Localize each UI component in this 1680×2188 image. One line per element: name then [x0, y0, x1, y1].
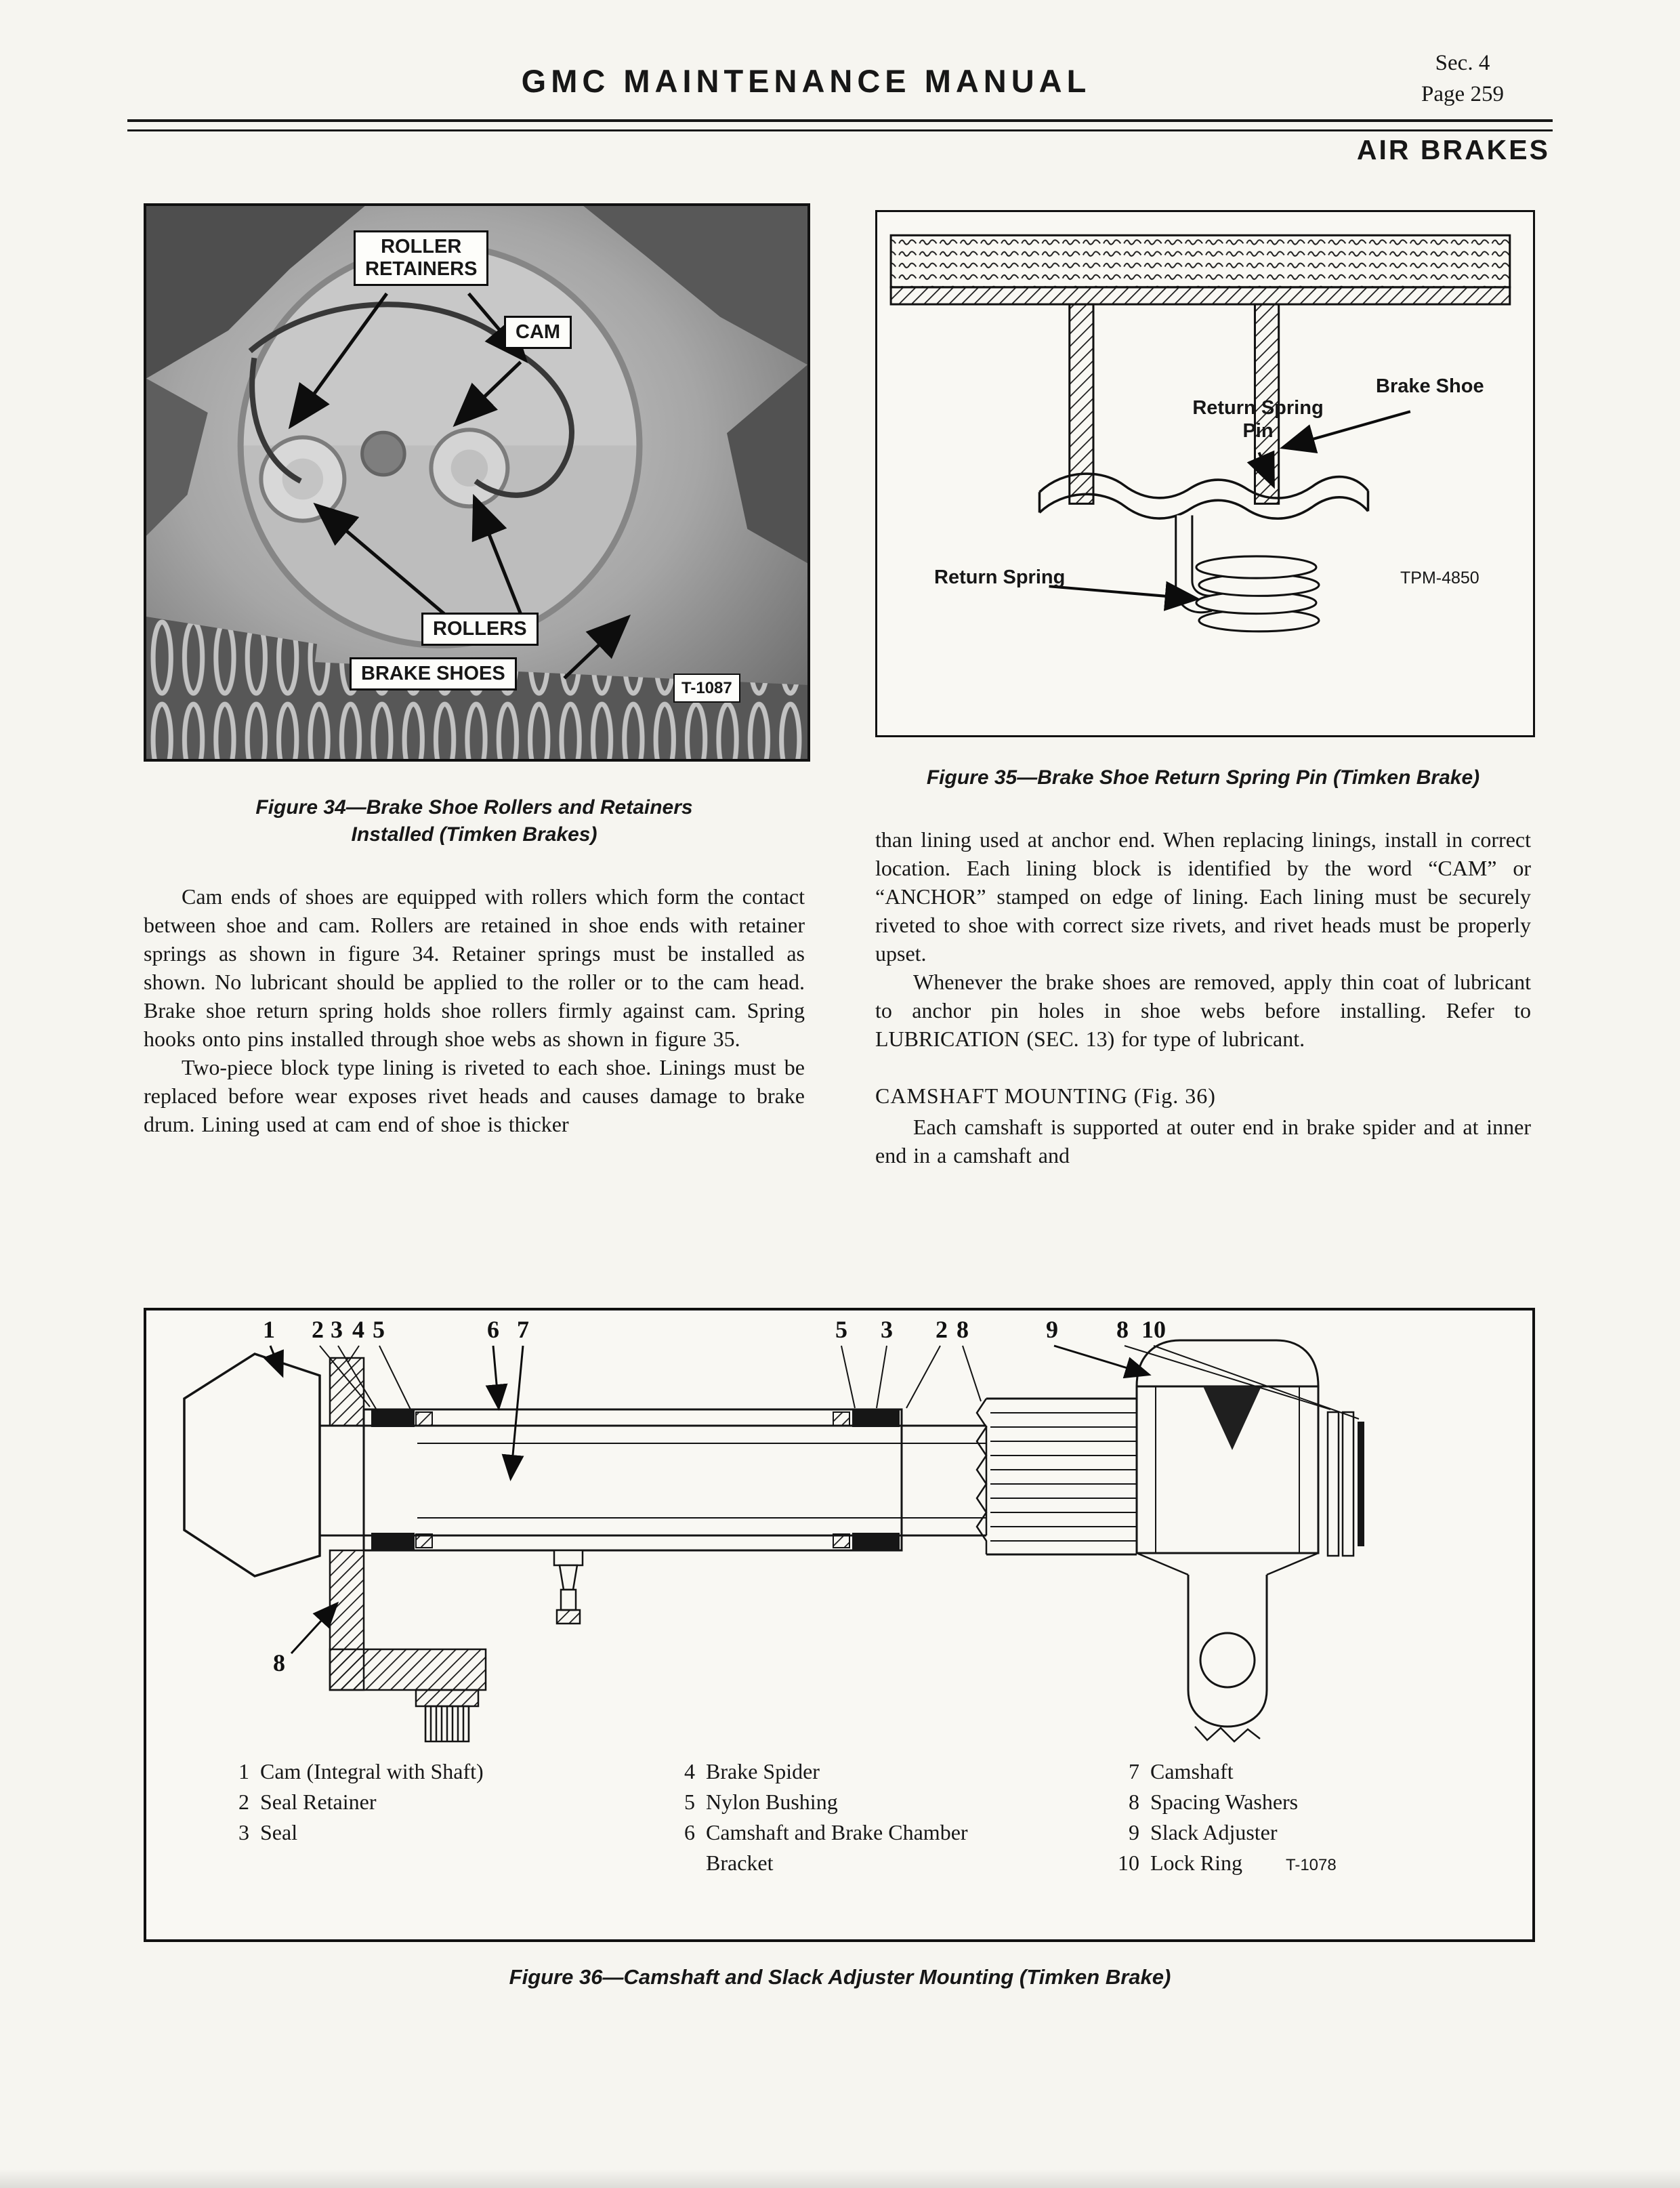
callout-number: 8: [957, 1316, 969, 1343]
legend-item-number: 7: [1129, 1759, 1139, 1783]
callout-number: 5: [835, 1316, 847, 1343]
section-number: Sec. 4: [1435, 51, 1490, 75]
figure-34-caption-line2: Installed (Timken Brakes): [351, 823, 597, 846]
right-paragraph-3: Each camshaft is supported at outer end …: [875, 1115, 1531, 1168]
header-meta: Sec. 4 Page 259: [1371, 47, 1554, 110]
callout-number: 2: [312, 1316, 324, 1343]
callout-number: 8: [1116, 1316, 1129, 1343]
legend-item-number: 4: [684, 1759, 695, 1783]
callout-number: 2: [936, 1316, 948, 1343]
photo-id-label: T-1087: [673, 674, 740, 703]
figure-36-caption: Figure 36—Camshaft and Slack Adjuster Mo…: [509, 1965, 1171, 1989]
legend-item: 6 Camshaft and Brake Chamber Bracket: [663, 1817, 1107, 1878]
legend-item-label: Camshaft: [1150, 1759, 1234, 1783]
figure-36-id: T-1078: [1285, 1856, 1337, 1874]
legend-column-2: 4 Brake Spider 5 Nylon Bushing 6 Camshaft a…: [663, 1756, 1107, 1880]
legend-item-number: 5: [684, 1790, 695, 1814]
legend-item-number: 10: [1118, 1851, 1139, 1875]
legend-item-label: Slack Adjuster: [1150, 1820, 1278, 1844]
left-paragraph-1: Cam ends of shoes are equipped with roll…: [144, 884, 805, 1051]
page-number: Page 259: [1421, 82, 1504, 106]
callout-number: 9: [1046, 1316, 1058, 1343]
figure-34: ROLLER RETAINERS CAM ROLLERS BRAKE SHOES…: [144, 203, 810, 762]
legend-item-number: 6: [684, 1820, 695, 1844]
figure-34-caption: Figure 34—Brake Shoe Rollers and Retaine…: [144, 794, 805, 848]
callout-number: 4: [352, 1316, 364, 1343]
right-paragraph-2: Whenever the brake shoes are removed, ap…: [875, 970, 1531, 1051]
legend-item-label: Cam (Integral with Shaft): [260, 1759, 484, 1783]
callout-number: 6: [487, 1316, 499, 1343]
legend-item-number: 2: [238, 1790, 249, 1814]
legend-item: 2 Seal Retainer: [217, 1787, 663, 1817]
callout-number: 3: [881, 1316, 893, 1343]
label-brake-shoe: Brake Shoe: [1376, 375, 1484, 397]
legend-item-label: Nylon Bushing: [706, 1790, 838, 1814]
legend-item-number: 9: [1129, 1820, 1139, 1844]
figure-35-caption: Figure 35—Brake Shoe Return Spring Pin (…: [926, 766, 1480, 789]
figure-35-drawing: [889, 234, 1511, 633]
label-return-spring-pin: Return Spring Pin: [1192, 397, 1324, 442]
camshaft-mounting-heading: CAMSHAFT MOUNTING (Fig. 36): [875, 1083, 1216, 1108]
legend-item-label: Camshaft and Brake Chamber Bracket: [706, 1820, 968, 1875]
figure-34-caption-line1: Figure 34—Brake Shoe Rollers and Retaine…: [255, 796, 693, 819]
legend-item-label: Seal: [260, 1820, 298, 1844]
label-rollers: ROLLERS: [421, 613, 539, 646]
legend-item-label: Spacing Washers: [1150, 1790, 1299, 1814]
legend-item-label: Brake Spider: [706, 1759, 820, 1783]
legend-item: 10 Lock Ring T-1078: [1107, 1848, 1515, 1880]
left-paragraph-2: Two-piece block type lining is riveted t…: [144, 1055, 805, 1136]
legend-item-number: 8: [1129, 1790, 1139, 1814]
right-paragraph-1: than lining used at anchor end. When rep…: [875, 827, 1531, 966]
callout-number: 10: [1141, 1316, 1166, 1343]
legend-column-1: 1 Cam (Integral with Shaft) 2 Seal Retaine…: [217, 1756, 663, 1880]
section-title: AIR BRAKES: [1356, 134, 1550, 165]
figure-36-drawing: 1 2 3 4 5 6 7 5 3 2 8 9 8 10 8: [183, 1316, 1364, 1743]
legend-column-3: 7 Camshaft 8 Spacing Washers 9 Slack Adjust…: [1107, 1756, 1515, 1880]
label-return-spring: Return Spring: [934, 566, 1066, 588]
legend-item-label: Lock Ring: [1150, 1851, 1242, 1875]
left-column: ROLLER RETAINERS CAM ROLLERS BRAKE SHOES…: [144, 203, 810, 1138]
legend-item: 7 Camshaft: [1107, 1756, 1515, 1787]
callout-number: 7: [517, 1316, 529, 1343]
callout-number: 1: [263, 1316, 275, 1343]
legend-item: 8 Spacing Washers: [1107, 1787, 1515, 1817]
drawing-id-label: TPM-4850: [1400, 569, 1479, 587]
legend-item: 9 Slack Adjuster: [1107, 1817, 1515, 1848]
label-cam: CAM: [504, 316, 572, 349]
right-column: Brake Shoe Return Spring Pin Return Spri…: [875, 203, 1535, 1170]
page-title: GMC MAINTENANCE MANUAL: [521, 63, 1091, 99]
header-rule: [127, 119, 1553, 131]
legend-item: 3 Seal: [217, 1817, 663, 1848]
figure-36: 1 2 3 4 5 6 7 5 3 2 8 9 8 10 8: [144, 1308, 1535, 1942]
legend-item-label: Seal Retainer: [260, 1790, 377, 1814]
callout-number: 8: [273, 1649, 285, 1676]
label-brake-shoes: BRAKE SHOES: [350, 657, 517, 690]
figure-35: Brake Shoe Return Spring Pin Return Spri…: [875, 210, 1535, 737]
legend-item: 5 Nylon Bushing: [663, 1787, 1107, 1817]
legend-item-number: 1: [238, 1759, 249, 1783]
legend-item: 4 Brake Spider: [663, 1756, 1107, 1787]
legend-item: 1 Cam (Integral with Shaft): [217, 1756, 663, 1787]
legend-item-number: 3: [238, 1820, 249, 1844]
callout-number: 5: [373, 1316, 385, 1343]
callout-number: 3: [331, 1316, 343, 1343]
label-roller-retainers: ROLLER RETAINERS: [354, 230, 489, 286]
figure-36-legend: 1 Cam (Integral with Shaft) 2 Seal Retaine…: [217, 1756, 1515, 1880]
